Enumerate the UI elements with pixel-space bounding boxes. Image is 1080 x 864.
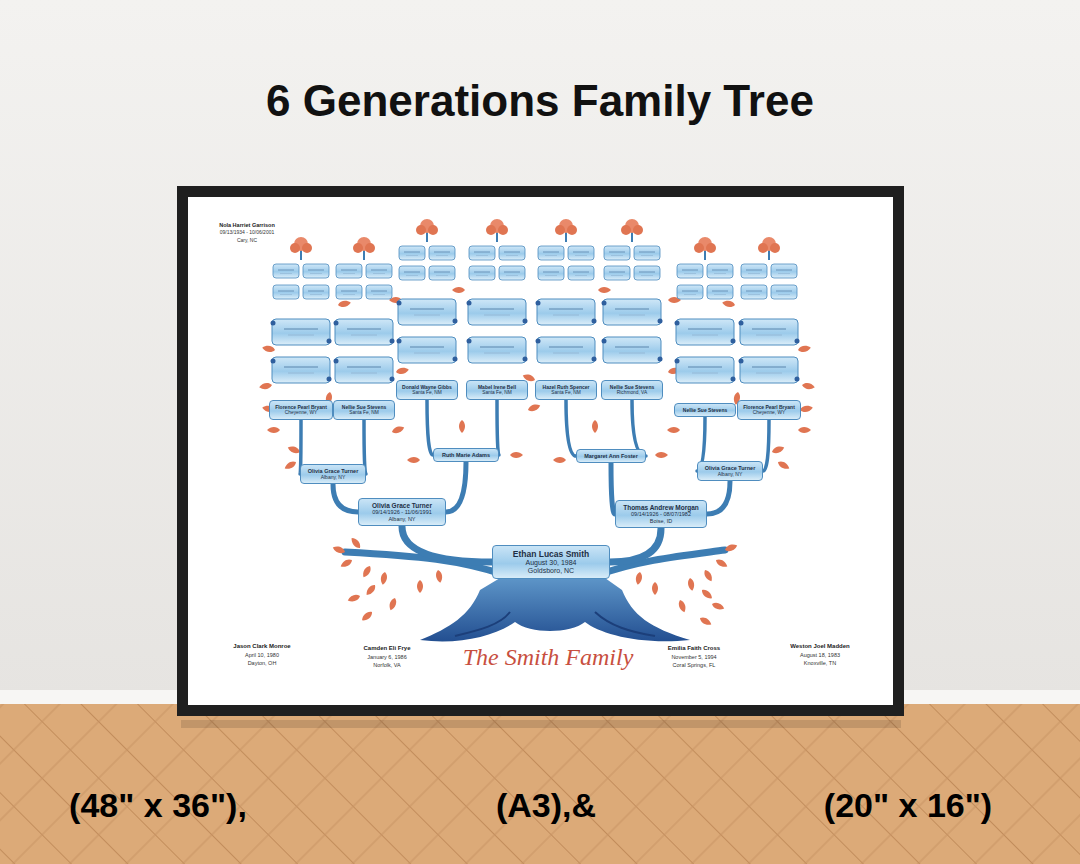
person-label: 09/13/1934 - 10/06/2001 — [220, 230, 275, 236]
frame — [177, 186, 904, 728]
person-scroll: Thomas Andrew Morgan09/14/1926 - 08/07/1… — [615, 500, 707, 529]
person-scroll: Florence Pearl BryantCheyenne, WY — [269, 400, 333, 420]
person-label: April 10, 1980 — [245, 652, 279, 658]
person-name: Hazel Ruth Spencer — [541, 384, 591, 390]
person-detail: Cheyenne, WY — [275, 410, 327, 416]
person-detail: 09/14/1926 - 11/06/1991 — [364, 509, 440, 516]
person-scroll: Nellie Sue Stevens — [674, 403, 736, 417]
person-label: Coral Springs, FL — [673, 662, 716, 668]
person-name: Margaret Ann Foster — [582, 453, 640, 460]
person-scroll: Mabel Irene BellSanta Fe, NM — [466, 380, 528, 400]
tree-illustration — [259, 219, 816, 641]
person-name: Olivia Grace Turner — [306, 468, 360, 475]
person-label: November 5, 1994 — [671, 654, 716, 660]
tree-branch — [427, 400, 433, 455]
tree-branch — [497, 400, 499, 455]
size-label: (48" x 36"), — [69, 786, 247, 825]
person-scroll: Florence Pearl BryantCheyenne, WY — [737, 400, 801, 420]
person-name: Nellie Sue Stevens — [680, 407, 730, 413]
person-label: Nola Harriet Garrison — [219, 222, 275, 228]
person-scroll: Margaret Ann Foster — [576, 449, 646, 464]
person-scroll: Hazel Ruth SpencerSanta Fe, NM — [535, 380, 597, 400]
tree-branch — [566, 400, 576, 456]
person-label: Knoxville, TN — [804, 660, 836, 666]
tree-branch — [707, 481, 730, 514]
person-scroll: Ethan Lucas SmithAugust 30, 1984Goldsbor… — [492, 545, 610, 580]
person-scroll: Donald Wayne GibbsSanta Fe, NM — [396, 380, 458, 400]
person-detail: Santa Fe, NM — [472, 390, 522, 396]
tree-branch — [333, 484, 358, 512]
person-detail: Albany, NY — [703, 471, 757, 477]
person-detail: Cheyenne, WY — [743, 410, 795, 416]
person-detail: 09/14/1926 - 08/07/1982 — [621, 511, 701, 518]
person-label: Camden Eli Frye — [363, 645, 410, 652]
tree-branch — [610, 528, 661, 562]
leaves — [259, 287, 816, 627]
tree-branch — [763, 420, 769, 471]
person-detail: Albany, NY — [306, 474, 360, 480]
person-scroll: Nellie Sue StevensSanta Fe, NM — [333, 400, 395, 420]
person-label: January 6, 1986 — [367, 654, 406, 660]
person-detail: Santa Fe, NM — [402, 390, 452, 396]
person-detail: Goldsboro, NC — [498, 567, 604, 575]
person-name: Olivia Grace Turner — [703, 465, 757, 472]
tree-branch — [402, 526, 492, 562]
person-label: Jason Clark Monroe — [233, 643, 290, 650]
person-label: Cary, NC — [237, 238, 257, 244]
person-name: Donald Wayne Gibbs — [402, 384, 452, 390]
person-label: Weston Joel Madden — [790, 643, 850, 650]
family-script-title: The Smith Family — [463, 644, 634, 672]
person-name: Ethan Lucas Smith — [498, 549, 604, 559]
tree-branch — [446, 462, 466, 512]
poster-title: 6 Generations Family Tree — [266, 76, 814, 127]
person-scroll: Ruth Marie Adams — [433, 448, 499, 463]
person-label: Norfolk, VA — [373, 662, 400, 668]
person-scroll: Olivia Grace Turner09/14/1926 - 11/06/19… — [358, 498, 446, 527]
person-label: August 18, 1983 — [800, 652, 840, 658]
person-label: Emilia Faith Cross — [668, 645, 720, 652]
person-detail: August 30, 1984 — [498, 559, 604, 567]
size-label: (A3),& — [496, 786, 596, 825]
person-scroll: Olivia Grace TurnerAlbany, NY — [697, 461, 763, 482]
person-name: Mabel Irene Bell — [472, 384, 522, 390]
person-scroll: Olivia Grace TurnerAlbany, NY — [300, 464, 366, 485]
tree-branch — [632, 400, 646, 456]
person-label: Dayton, OH — [248, 660, 277, 666]
person-name: Thomas Andrew Morgan — [621, 504, 701, 512]
person-name: Olivia Grace Turner — [364, 502, 440, 510]
size-label: (20" x 16") — [824, 786, 992, 825]
person-detail: Richmond, VA — [607, 390, 657, 396]
person-name: Nellie Sue Stevens — [339, 404, 389, 410]
person-detail: Santa Fe, NM — [541, 390, 591, 396]
person-detail: Santa Fe, NM — [339, 410, 389, 416]
person-name: Florence Pearl Bryant — [743, 404, 795, 410]
ancestor-scrolls — [271, 219, 800, 383]
person-name: Ruth Marie Adams — [439, 452, 493, 459]
person-detail: Albany, NY — [364, 516, 440, 523]
person-detail: Boise, ID — [621, 518, 701, 525]
person-name: Nellie Sue Stevens — [607, 384, 657, 390]
person-scroll: Nellie Sue StevensRichmond, VA — [601, 380, 663, 400]
person-name: Florence Pearl Bryant — [275, 404, 327, 410]
